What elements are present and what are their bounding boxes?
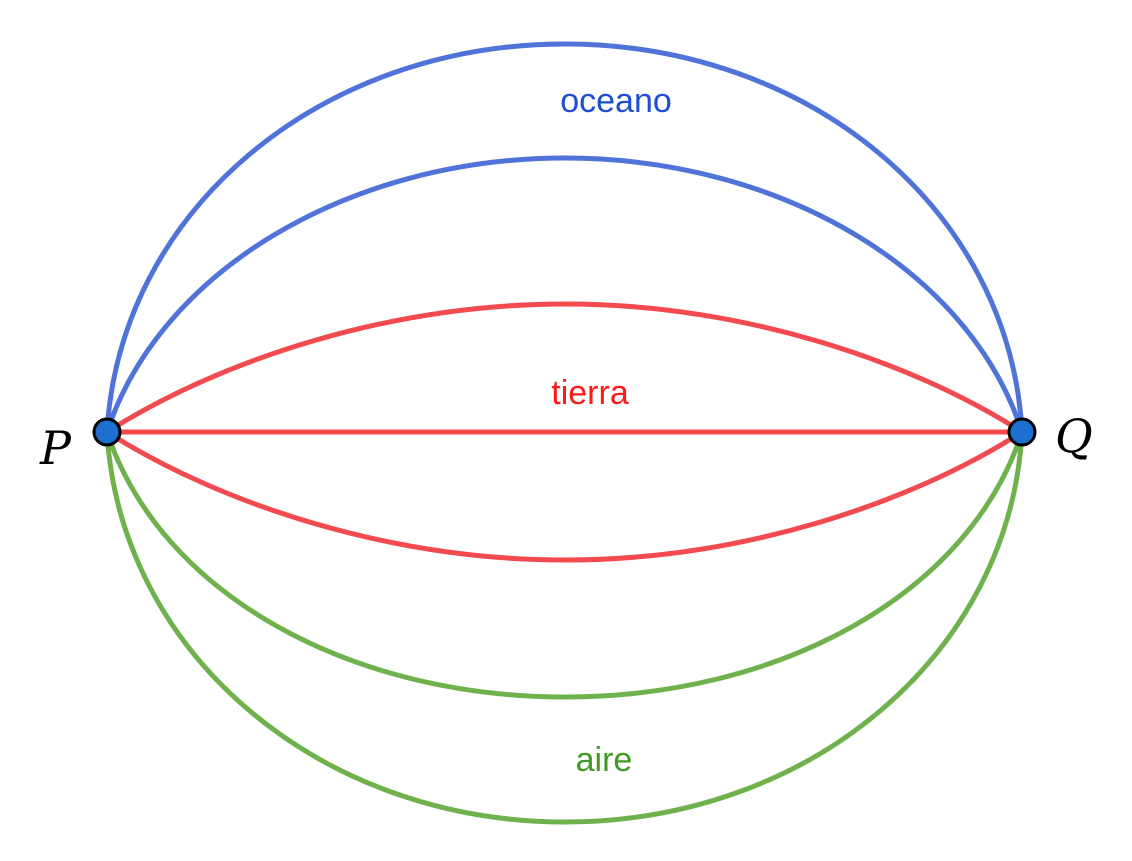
ocean-label: oceano <box>560 82 672 120</box>
point-p-node <box>92 417 122 447</box>
ocean-path-inner <box>104 155 1025 435</box>
air-label: aire <box>576 741 633 779</box>
ocean-path-outer <box>104 41 1025 435</box>
point-q-node <box>1007 417 1037 447</box>
land-path-upper <box>104 301 1025 435</box>
land-label: tierra <box>551 374 629 412</box>
air-path-outer <box>104 429 1025 825</box>
air-paths <box>104 429 1025 825</box>
point-q-label: Q <box>1055 409 1093 463</box>
land-path-lower <box>104 429 1025 563</box>
air-path-inner <box>104 429 1025 700</box>
ocean-paths <box>104 41 1025 435</box>
land-paths <box>104 301 1025 563</box>
point-p-label: P <box>39 421 72 475</box>
